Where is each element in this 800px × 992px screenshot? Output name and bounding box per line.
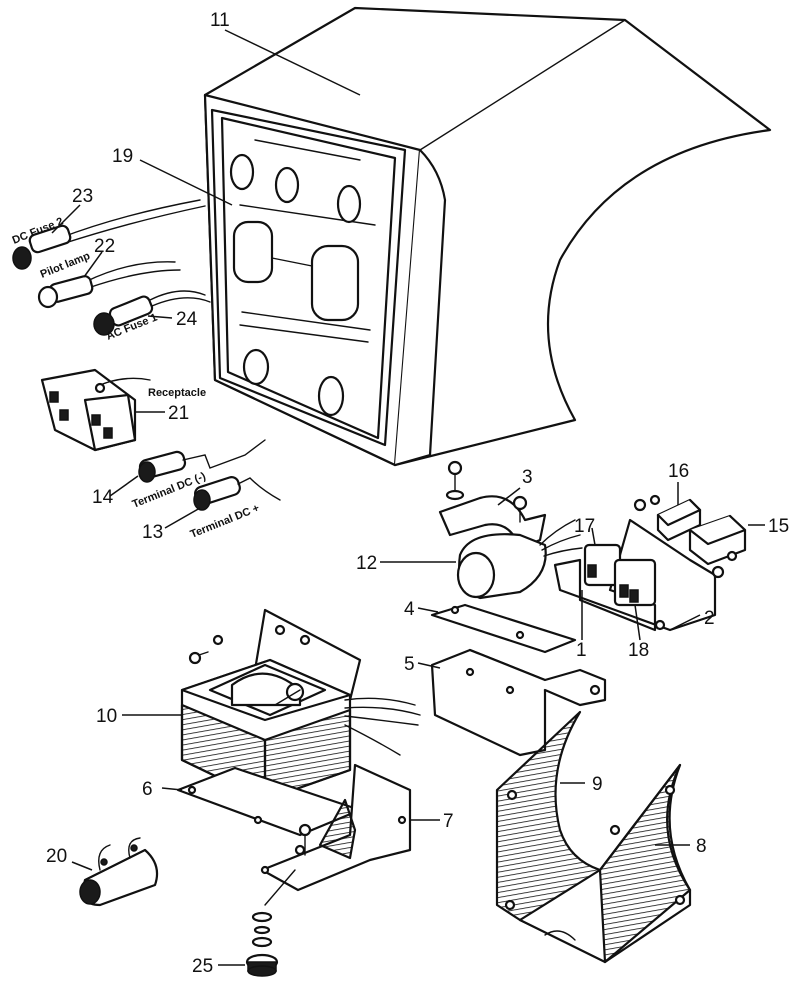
terminal-dc-plus: [193, 476, 281, 511]
callout-4: 4: [404, 599, 415, 620]
ac-fuse-holder: [93, 290, 211, 336]
callout-1: 1: [576, 640, 587, 661]
callout-11: 11: [210, 10, 230, 31]
callout-16: 16: [668, 461, 689, 482]
callout-numbers: 11 19 23 22 24 21 14 13 12 3 4 5 16 15 1…: [46, 10, 789, 977]
callout-7: 7: [443, 811, 454, 832]
callout-14: 14: [92, 487, 114, 508]
callout-6: 6: [142, 779, 153, 800]
leader-lines: [51, 29, 765, 966]
callout-20: 20: [46, 846, 67, 867]
callout-17: 17: [574, 516, 595, 537]
callout-15: 15: [768, 516, 789, 537]
callout-9: 9: [592, 774, 603, 795]
callout-25: 25: [192, 956, 213, 977]
pilot-lamp-holder: [37, 261, 181, 309]
callout-21: 21: [168, 403, 189, 424]
resistor: [79, 837, 159, 907]
callout-23: 23: [72, 186, 93, 207]
callout-12: 12: [356, 553, 377, 574]
callout-24: 24: [176, 309, 198, 330]
mounting-plate: [430, 603, 577, 654]
callout-2: 2: [704, 608, 715, 629]
callout-13: 13: [142, 522, 163, 543]
connector-16: [656, 498, 702, 542]
screw-washers: [245, 869, 296, 977]
callout-22: 22: [94, 236, 115, 257]
callout-3: 3: [522, 467, 533, 488]
mounting-bracket: [430, 648, 607, 757]
terminal-dc-minus: [138, 439, 266, 483]
connector-15: [633, 494, 747, 579]
shield-plate-8: [518, 763, 692, 964]
callout-5: 5: [404, 654, 415, 675]
front-panel: [210, 108, 407, 447]
callout-8: 8: [696, 836, 707, 857]
callout-18: 18: [628, 640, 649, 661]
transformer: [180, 608, 421, 802]
connector-bracket: [553, 518, 717, 632]
callout-10: 10: [96, 706, 117, 727]
capacitor: [456, 519, 583, 600]
receptacle: [40, 368, 151, 452]
callout-19: 19: [112, 146, 133, 167]
label-receptacle: Receptacle: [148, 387, 206, 399]
dc-fuse-holder: [12, 199, 206, 270]
